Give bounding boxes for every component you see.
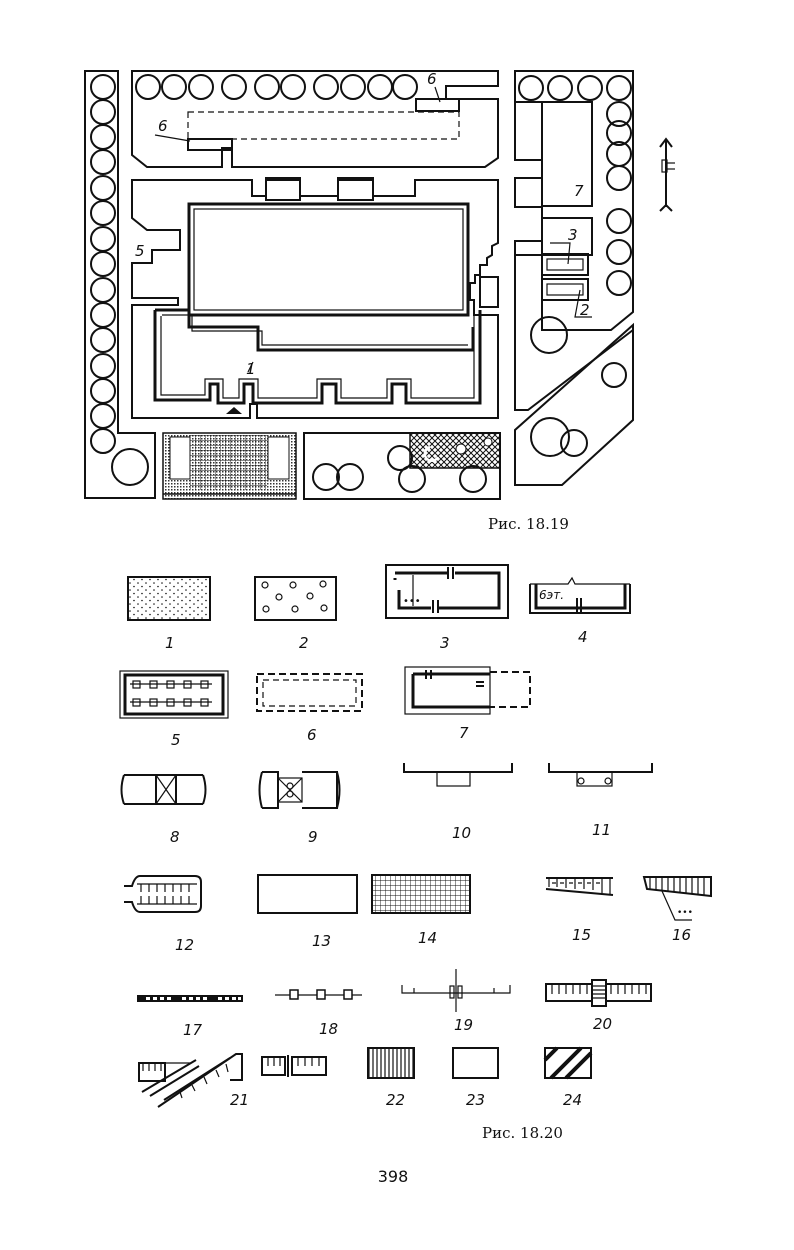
legend-item-8: 8 xyxy=(120,774,207,846)
svg-text:•••: ••• xyxy=(403,596,421,607)
top-tree-row xyxy=(135,74,418,100)
legend-item-18: 18 xyxy=(275,989,362,1038)
svg-text:21: 21 xyxy=(230,1091,249,1109)
legend-item-3: ••• 3 xyxy=(385,564,509,652)
svg-text:16: 16 xyxy=(672,926,691,944)
legend-item-20: 20 xyxy=(545,979,652,1033)
legend-item-14: 14 xyxy=(371,874,471,947)
svg-text:3: 3 xyxy=(440,634,450,652)
legend-item-23: 23 xyxy=(452,1047,499,1109)
svg-text:20: 20 xyxy=(593,1015,612,1033)
label-5: 5 xyxy=(135,242,145,260)
legend-item-9: 9 xyxy=(258,771,341,846)
right-block-lower xyxy=(514,322,634,486)
site-plan: 6 6 1 5 xyxy=(84,70,675,533)
floor-count-text: 6эт. xyxy=(539,588,564,602)
legend-item-22: 22 xyxy=(367,1047,415,1109)
svg-text:17: 17 xyxy=(183,1021,203,1039)
label-2: 2 xyxy=(580,301,590,319)
label-6-left: 6 xyxy=(158,117,168,135)
legend-item-13: 13 xyxy=(257,874,358,950)
svg-text:•••: ••• xyxy=(677,908,693,918)
top-block: 6 6 xyxy=(131,70,499,168)
figure-2-caption: Рис. 18.20 xyxy=(482,1124,563,1142)
svg-text:19: 19 xyxy=(454,1016,473,1034)
legend-item-12: 12 xyxy=(124,875,202,954)
legend-item-4: 6эт. 4 xyxy=(529,576,631,646)
svg-text:23: 23 xyxy=(466,1091,485,1109)
svg-text:8: 8 xyxy=(170,828,180,846)
svg-text:11: 11 xyxy=(592,821,611,839)
stair-break xyxy=(261,1055,327,1077)
legend-item-1: 1 xyxy=(127,576,211,652)
legend-item-10: 10 xyxy=(403,763,513,842)
svg-text:2: 2 xyxy=(299,634,309,652)
legend-item-19: 19 xyxy=(401,969,511,1034)
legend-item-24: 24 xyxy=(543,1046,593,1109)
parking-bay-ticks xyxy=(140,884,190,904)
svg-text:12: 12 xyxy=(175,936,194,954)
svg-text:7: 7 xyxy=(459,724,469,742)
svg-text:15: 15 xyxy=(572,926,591,944)
entrance-marker xyxy=(226,407,242,414)
legend-item-21: 21 xyxy=(138,1053,327,1109)
window-grid-row-2 xyxy=(130,698,212,707)
figure-1-caption: Рис. 18.19 xyxy=(488,515,569,533)
svg-text:6: 6 xyxy=(307,726,317,744)
legend-item-2: 2 xyxy=(254,576,337,652)
legend-item-15: 15 xyxy=(545,877,614,944)
right-tree-row xyxy=(518,75,632,296)
label-1: 1 xyxy=(246,360,256,378)
north-arrow-icon xyxy=(659,137,675,212)
svg-text:5: 5 xyxy=(171,731,181,749)
label-3: 3 xyxy=(568,226,578,244)
legend-item-11: 11 xyxy=(548,763,653,839)
main-building-block: 1 5 xyxy=(131,177,499,419)
legend-item-17: 17 xyxy=(137,995,243,1039)
legend: 1 2 ••• 3 6эт. 4 xyxy=(119,564,712,1142)
right-block-upper: 7 3 2 xyxy=(514,70,634,411)
legend-item-5: 5 xyxy=(119,670,229,749)
label-6-top: 6 xyxy=(427,70,437,88)
svg-text:9: 9 xyxy=(308,828,318,846)
svg-text:22: 22 xyxy=(386,1091,405,1109)
svg-text:14: 14 xyxy=(418,929,437,947)
svg-text:10: 10 xyxy=(452,824,471,842)
svg-text:24: 24 xyxy=(563,1091,582,1109)
svg-text:4: 4 xyxy=(578,628,588,646)
legend-item-7: 7 xyxy=(404,666,531,742)
label-7: 7 xyxy=(574,182,584,200)
svg-text:1: 1 xyxy=(165,634,175,652)
left-tree-strip xyxy=(84,70,156,499)
legend-item-6: 6 xyxy=(256,673,363,744)
sports-area xyxy=(162,432,297,500)
play-area xyxy=(303,432,501,500)
page-number: 398 xyxy=(378,1167,409,1186)
svg-text:13: 13 xyxy=(312,932,331,950)
svg-text:18: 18 xyxy=(319,1020,338,1038)
window-grid-row-1 xyxy=(130,680,212,689)
legend-item-16: ••• 16 xyxy=(642,876,712,944)
left-tree-row xyxy=(90,74,149,486)
